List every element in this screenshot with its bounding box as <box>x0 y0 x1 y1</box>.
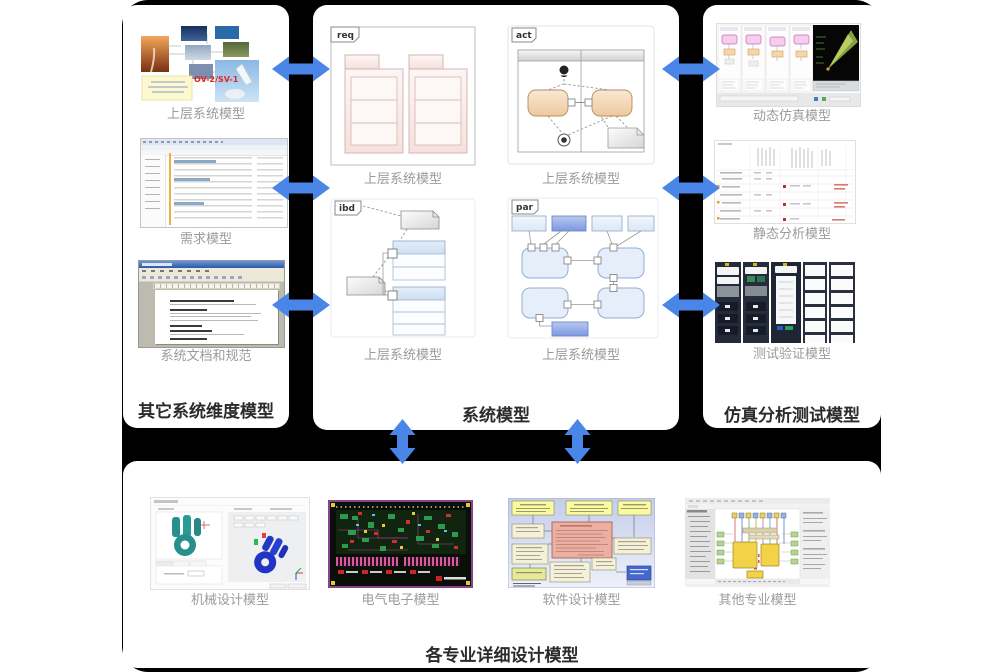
mini-window-titlebar <box>139 261 284 268</box>
mini-window-title-text <box>142 263 172 266</box>
ov-diagram-label: OV-2/SV-1 <box>194 75 239 84</box>
mini-accent-line <box>169 153 171 225</box>
par-diagram-thumbnail: par <box>506 196 660 340</box>
panel-system-model: req 上层系统模型 act <box>313 5 679 430</box>
collage-art <box>139 24 267 103</box>
mini-column-header <box>141 150 287 156</box>
thumbnail-caption: 动态仿真模型 <box>752 109 831 124</box>
mini-toolbar <box>141 139 287 145</box>
mini-bold-row <box>174 178 210 181</box>
word-document-thumbnail <box>138 260 285 348</box>
double-arrow-horizontal-icon <box>272 174 330 206</box>
mini-bold-row <box>174 202 204 205</box>
thumbnail-caption: 上层系统模型 <box>541 172 620 187</box>
panel-simulation-analysis-test-models: 动态仿真模型 <box>703 5 881 428</box>
mini-toolbar <box>139 274 284 282</box>
double-arrow-vertical-icon <box>388 419 417 468</box>
req-diagram-thumbnail: req <box>329 25 477 167</box>
act-diagram-thumbnail: act <box>506 24 656 166</box>
mini-text-rows <box>174 157 252 223</box>
dynamic-simulation-thumbnail <box>716 23 861 107</box>
double-arrow-vertical-icon <box>563 419 592 468</box>
panel-title: 其它系统维度模型 <box>138 402 274 422</box>
thumbnail-caption: 需求模型 <box>179 232 232 247</box>
pcb-layout-thumbnail <box>328 500 473 588</box>
operational-view-collage-thumbnail: OV-2/SV-1 <box>139 24 267 103</box>
static-analysis-thumbnail <box>714 140 856 224</box>
test-rack-thumbnail <box>715 262 855 343</box>
panel-discipline-design-models: 机械设计模型 <box>123 461 881 668</box>
double-arrow-horizontal-icon <box>272 55 330 87</box>
diagram-tab-label: ibd <box>339 204 355 214</box>
thumbnail-caption: 上层系统模型 <box>363 348 442 363</box>
mini-bold-row <box>174 160 216 163</box>
panel-title: 仿真分析测试模型 <box>724 406 860 426</box>
diagram-tab-label: par <box>516 203 534 213</box>
software-uml-thumbnail <box>507 497 656 589</box>
thumbnail-caption: 系统文档和规范 <box>160 349 252 364</box>
thumbnail-caption: 上层系统模型 <box>363 172 442 187</box>
panel-title: 各专业详细设计模型 <box>425 646 579 666</box>
thumbnail-caption: 静态分析模型 <box>752 227 831 242</box>
double-arrow-horizontal-icon <box>662 291 720 323</box>
mini-document-page <box>155 290 278 344</box>
mini-tree-pane <box>141 155 166 227</box>
mechanical-cad-thumbnail <box>150 497 310 590</box>
requirements-table-thumbnail <box>140 138 288 228</box>
thumbnail-caption: 其他专业模型 <box>718 593 797 608</box>
mini-menubar <box>139 268 284 274</box>
diagram-tab-label: req <box>337 31 354 41</box>
thumbnail-caption: 上层系统模型 <box>541 348 620 363</box>
thumbnail-caption: 测试验证模型 <box>752 347 831 362</box>
thumbnail-caption: 上层系统模型 <box>166 107 245 122</box>
diagram-tab-label: act <box>516 31 532 41</box>
other-discipline-thumbnail <box>684 497 831 588</box>
thumbnail-caption: 机械设计模型 <box>190 593 269 608</box>
ibd-diagram-thumbnail: ibd <box>329 197 477 339</box>
double-arrow-horizontal-icon <box>662 174 720 206</box>
double-arrow-horizontal-icon <box>662 55 720 87</box>
mini-ruler <box>153 283 280 289</box>
thumbnail-caption: 软件设计模型 <box>542 593 621 608</box>
double-arrow-horizontal-icon <box>272 291 330 323</box>
panel-other-system-dimension-models: OV-2/SV-1 上层系统模型 需求模型 <box>123 5 289 428</box>
panel-title: 系统模型 <box>462 406 530 426</box>
thumbnail-caption: 电气电子模型 <box>361 593 440 608</box>
